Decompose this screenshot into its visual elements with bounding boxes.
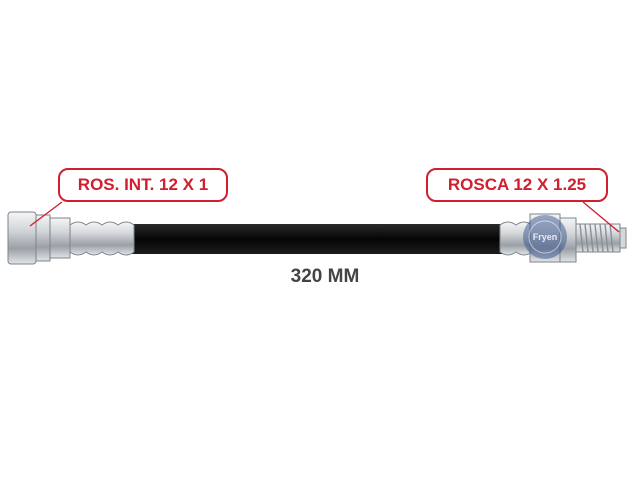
- hose-body: [132, 224, 506, 254]
- right-fitting: [499, 213, 627, 263]
- brand-watermark-logo: Fryen: [523, 215, 567, 259]
- right-callout-leader: [582, 201, 620, 233]
- left-collar: [49, 217, 71, 259]
- left-ferrule: [69, 221, 135, 256]
- right-tip: [619, 227, 627, 249]
- hose-length-label: 320 MM: [290, 266, 360, 287]
- left-nut-body: [35, 214, 51, 262]
- right-thread-lines: [579, 223, 614, 253]
- left-fitting: [7, 211, 135, 265]
- svg-text:Fryen: Fryen: [533, 232, 558, 242]
- left-nut-face: [7, 211, 37, 265]
- right-fitting-thread-callout: ROSCA 12 X 1.25: [426, 168, 608, 202]
- left-callout-leader: [29, 201, 63, 227]
- left-fitting-thread-callout: ROS. INT. 12 X 1: [58, 168, 228, 202]
